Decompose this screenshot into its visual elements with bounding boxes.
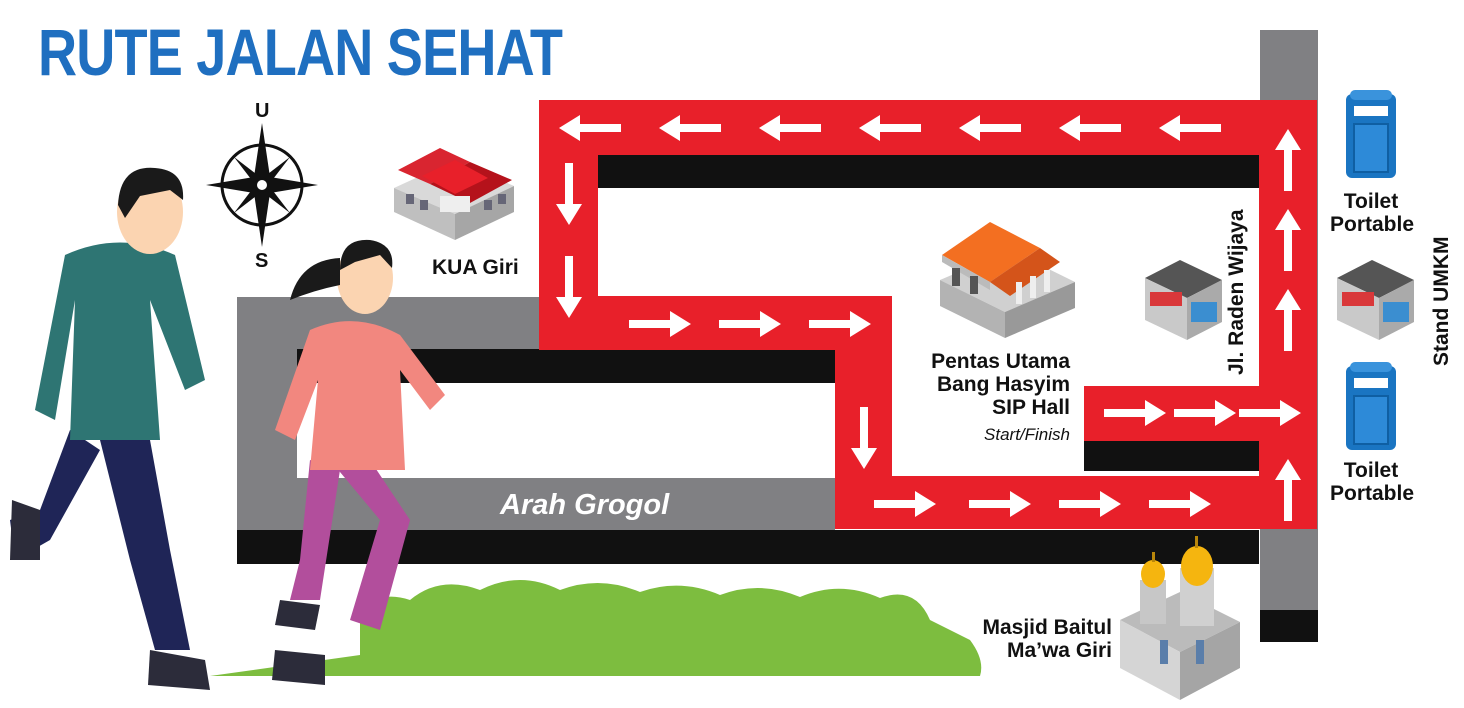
route-arrow-up xyxy=(1275,129,1301,191)
road-black-4 xyxy=(1084,441,1259,471)
kua-label: KUA Giri xyxy=(432,256,519,279)
toilet-top-label: Toilet Portable xyxy=(1330,190,1415,236)
route-arrow-right xyxy=(969,491,1031,517)
kua-building-icon xyxy=(394,148,514,240)
compass-north-label: U xyxy=(255,100,270,122)
masjid-label: Masjid Baitul Ma’wa Giri xyxy=(960,616,1112,662)
compass-icon xyxy=(206,123,318,247)
map-title: RUTE JALAN SEHAT xyxy=(38,15,563,89)
route-arrow-left xyxy=(559,115,621,141)
route-arrow-up xyxy=(1275,289,1301,351)
masjid-label-line2: Ma’wa Giri xyxy=(1006,639,1112,662)
toilet-top-line1: Toilet xyxy=(1343,190,1399,213)
toilet-icon xyxy=(1346,362,1396,450)
runner-man xyxy=(10,167,210,690)
masjid-icon xyxy=(1120,536,1240,700)
route-arrow-left xyxy=(659,115,721,141)
stand-umkm-label: Stand UMKM xyxy=(1430,236,1453,367)
route-arrow-right xyxy=(1174,400,1236,426)
compass-south-label: S xyxy=(255,250,269,272)
arah-grogol-label: Arah Grogol xyxy=(500,489,670,521)
start-finish-label: Start/Finish xyxy=(984,425,1070,444)
route-arrow-up xyxy=(1275,209,1301,271)
bush-icon xyxy=(210,580,982,676)
pentas-label-line2: Bang Hasyim xyxy=(936,373,1070,396)
route-arrow-right xyxy=(629,311,691,337)
pentas-label: Pentas Utama Bang Hasyim SIP Hall Start/… xyxy=(920,350,1070,446)
route-arrow-down xyxy=(851,407,877,469)
masjid-label-line1: Masjid Baitul xyxy=(982,616,1112,639)
umkm-stall-icon xyxy=(1145,260,1222,340)
route-arrow-down xyxy=(556,163,582,225)
umkm-stall-icon xyxy=(1337,260,1414,340)
route-arrow-left xyxy=(959,115,1021,141)
toilet-bottom-line1: Toilet xyxy=(1343,459,1399,482)
route-arrow-right xyxy=(809,311,871,337)
toilet-bottom-label: Toilet Portable xyxy=(1330,459,1415,505)
route-arrow-left xyxy=(759,115,821,141)
route-arrow-down xyxy=(556,256,582,318)
route-arrow-left xyxy=(859,115,921,141)
route-arrow-right xyxy=(1149,491,1211,517)
pentas-label-line1: Pentas Utama xyxy=(931,350,1070,373)
toilet-bottom-line2: Portable xyxy=(1330,482,1415,505)
route-arrow-left xyxy=(1159,115,1221,141)
runner-woman xyxy=(272,239,445,685)
route-arrow-up xyxy=(1275,459,1301,521)
route-arrows xyxy=(556,115,1301,521)
road-black-3 xyxy=(598,155,1260,188)
route-arrow-right xyxy=(1239,400,1301,426)
route-arrow-right xyxy=(719,311,781,337)
route-arrow-right xyxy=(874,491,936,517)
pentas-building-icon xyxy=(940,222,1075,338)
toilet-icon xyxy=(1346,90,1396,178)
street-label: Jl. Raden Wijaya xyxy=(1225,209,1248,375)
route-arrow-right xyxy=(1104,400,1166,426)
toilet-top-line2: Portable xyxy=(1330,213,1415,236)
road-black-2 xyxy=(237,530,1259,564)
route-arrow-left xyxy=(1059,115,1121,141)
pentas-label-line3: SIP Hall xyxy=(992,396,1070,419)
road-black-5 xyxy=(1260,610,1318,642)
route-arrow-right xyxy=(1059,491,1121,517)
